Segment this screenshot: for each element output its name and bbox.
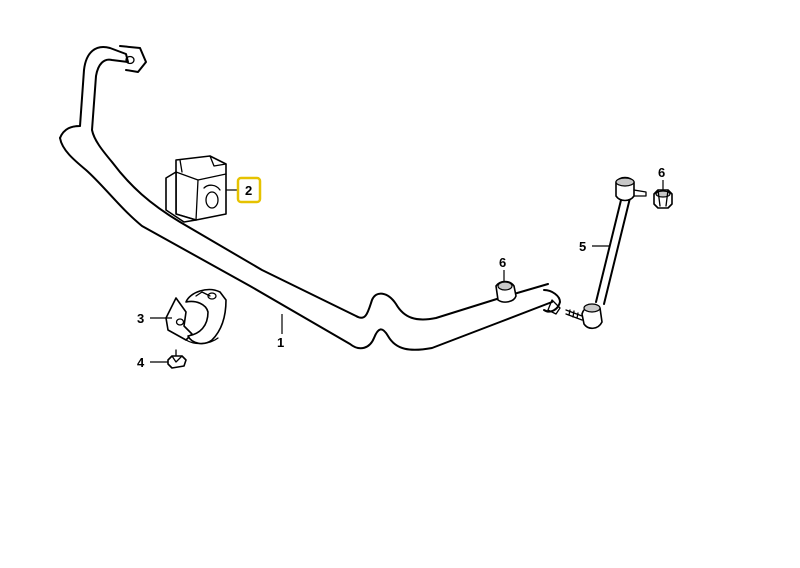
hex-nut[interactable]	[167, 349, 187, 369]
callout-3[interactable]: 3	[137, 311, 144, 326]
callout-2-highlight	[236, 176, 262, 204]
callout-2[interactable]: 2	[245, 183, 252, 198]
clamp-bracket[interactable]	[165, 288, 227, 345]
self-locking-nut[interactable]	[653, 189, 673, 209]
callout-5[interactable]: 5	[579, 239, 586, 254]
link-bushing-lower[interactable]	[495, 280, 517, 303]
callout-4[interactable]: 4	[137, 355, 145, 370]
stabilizer-bar[interactable]	[59, 45, 561, 351]
callout-6-lower[interactable]: 6	[499, 255, 506, 270]
rubber-mounting-bushing[interactable]	[165, 155, 227, 223]
callout-6-upper[interactable]: 6	[658, 165, 665, 180]
callout-1[interactable]: 1	[277, 335, 284, 350]
stabilizer-link[interactable]	[565, 176, 647, 330]
